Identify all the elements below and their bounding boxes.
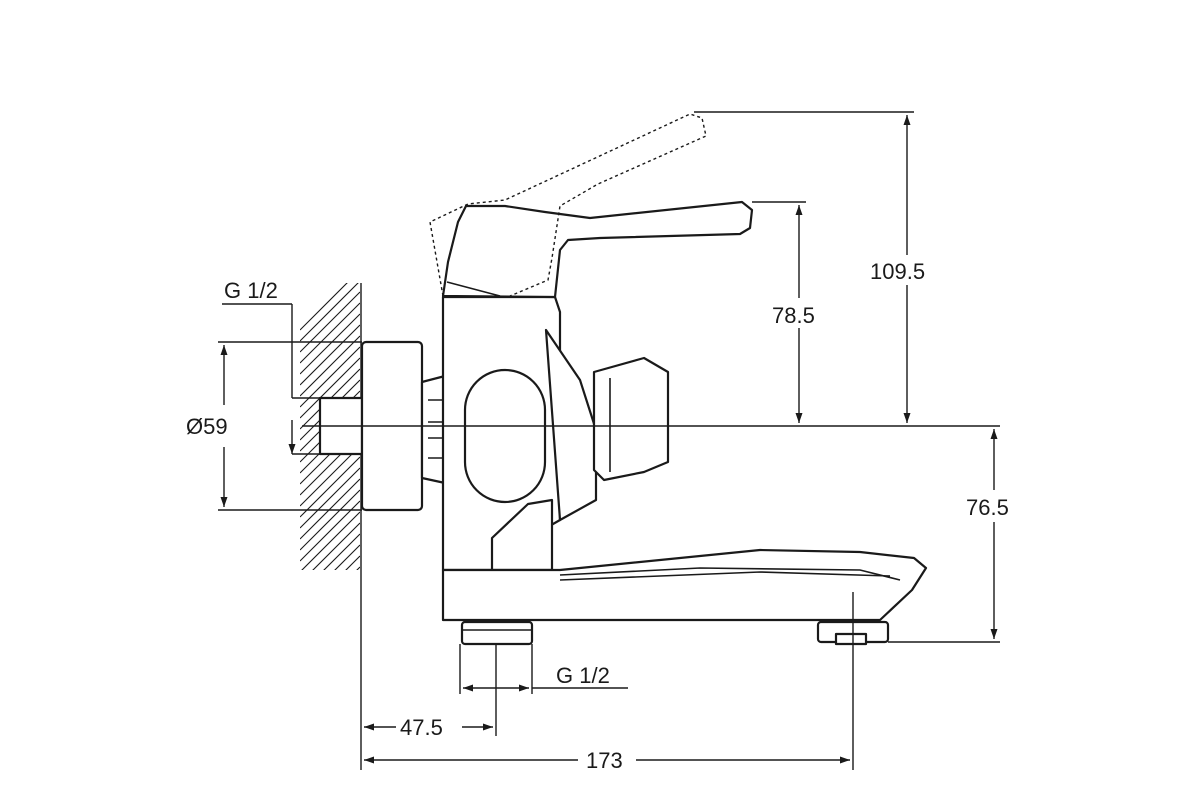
hatch-line — [300, 313, 360, 375]
lever-base-line — [446, 281, 501, 297]
hatch-line — [300, 283, 348, 331]
inlet-thread-dimension: G 1/2 — [222, 278, 320, 455]
hatch-line — [300, 478, 360, 540]
lever-open-position — [429, 113, 707, 297]
hatch-line — [300, 633, 360, 693]
diameter-dimension: Ø59 — [186, 341, 362, 511]
hatch-line — [300, 622, 360, 682]
hatch-line — [300, 335, 360, 397]
hatch-line — [300, 467, 360, 529]
aerator-tip — [834, 632, 868, 646]
wall-section — [300, 283, 362, 770]
body-oval-window — [463, 368, 547, 504]
height-76-dimension: 76.5 — [888, 429, 1009, 643]
hatch-line — [300, 357, 360, 419]
projection-dimension: 173 — [364, 592, 854, 773]
outlet-thread-label: G 1/2 — [556, 663, 610, 688]
spout-neck — [490, 498, 554, 572]
height-78-dimension: 78.5 — [752, 201, 815, 423]
hatch-line — [323, 533, 360, 570]
hatch-line — [300, 600, 360, 660]
hatch-line — [345, 555, 360, 570]
hatch-line — [300, 291, 360, 353]
hatch-line — [300, 589, 360, 649]
hatch-line — [312, 522, 360, 570]
hatch-line — [300, 324, 360, 386]
height-109-dimension: 109.5 — [694, 111, 925, 423]
projection-label: 173 — [586, 748, 623, 773]
hatch-line — [300, 611, 360, 671]
height-76-label: 76.5 — [966, 495, 1009, 520]
faucet-body — [441, 295, 928, 646]
hatch-line — [300, 445, 360, 507]
offset-label: 47.5 — [400, 715, 443, 740]
hatch-line — [300, 489, 360, 551]
hatch-line — [300, 500, 360, 562]
height-109-label: 109.5 — [870, 259, 925, 284]
offset-dimension: 47.5 — [364, 644, 497, 740]
outlet-connector — [460, 620, 534, 646]
hatch-line — [300, 578, 360, 638]
diverter-knob — [592, 356, 670, 482]
hatch-line — [334, 544, 360, 570]
hatch-line — [300, 302, 360, 364]
hatch-line — [301, 511, 360, 570]
height-78-label: 78.5 — [772, 303, 815, 328]
hatch-line — [356, 566, 360, 570]
hatch-line — [300, 456, 360, 518]
diameter-label: Ø59 — [186, 414, 228, 439]
hatch-line — [300, 283, 359, 342]
wall-hatching — [300, 283, 360, 693]
spout-top-line-2 — [559, 571, 891, 581]
spout — [441, 548, 928, 622]
hatch-line — [300, 346, 360, 408]
lever-handle — [441, 200, 754, 299]
inlet-thread-label: G 1/2 — [224, 278, 278, 303]
outlet-thread-dimension: G 1/2 — [459, 644, 628, 694]
